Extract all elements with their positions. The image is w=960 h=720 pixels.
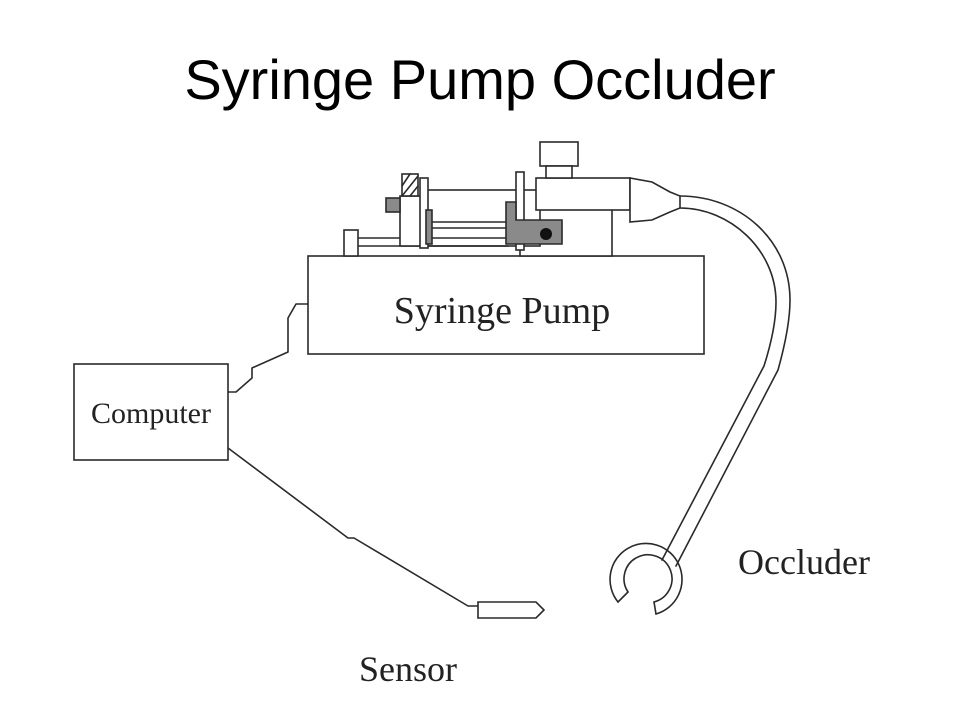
- hatch-line: [401, 173, 411, 187]
- page-title: Syringe Pump Occluder: [184, 48, 776, 111]
- adjust-knob: [539, 141, 579, 167]
- pusher-knob: [385, 197, 401, 213]
- sensor-cable: [227, 447, 479, 607]
- clamp-screw: [540, 228, 552, 240]
- knob-stem: [545, 165, 573, 179]
- syringe-pump-body: [307, 255, 705, 355]
- occluder-tube-outer: [675, 195, 791, 567]
- occluder-tube-inner: [661, 207, 777, 561]
- sensor-probe: [477, 601, 546, 619]
- cuff-end-right: [653, 601, 657, 615]
- cuff-end-left: [617, 591, 629, 603]
- occluder-label: Occluder: [738, 542, 870, 582]
- hatch-line: [401, 175, 419, 197]
- computer-label: Computer: [91, 397, 211, 430]
- occluder-cuff-outer: [609, 542, 683, 615]
- hatch-line: [409, 185, 419, 197]
- rear-stop: [343, 229, 359, 257]
- occluder-cuff-inner: [623, 553, 673, 603]
- syringe-pump-label: Syringe Pump: [394, 290, 610, 332]
- sensor-label: Sensor: [359, 649, 457, 689]
- syringe-hub: [535, 177, 631, 211]
- syringe-tip: [629, 177, 681, 223]
- pusher-block: [399, 195, 423, 247]
- computer-box: [73, 363, 229, 461]
- pusher-grip: [425, 209, 433, 245]
- computer-pump-cable: [227, 303, 309, 393]
